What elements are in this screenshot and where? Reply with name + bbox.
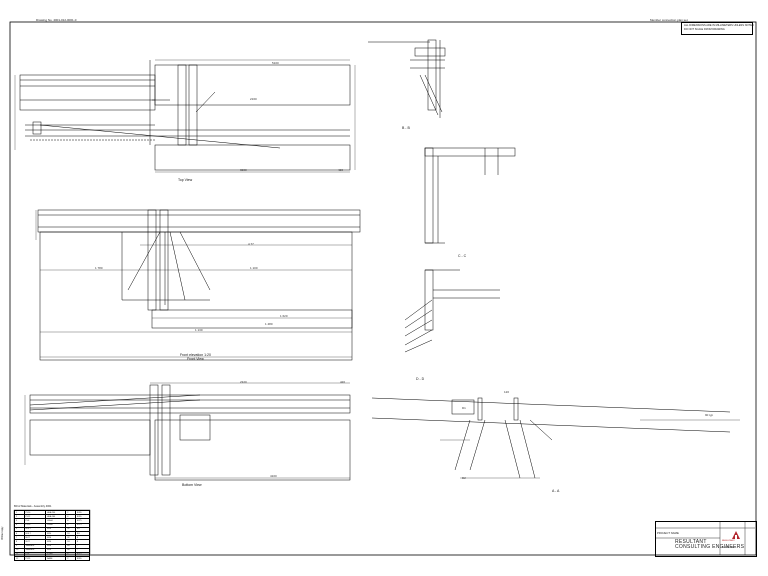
dim-label: 1 130 — [195, 328, 203, 332]
dim-label: 3200 — [240, 168, 247, 172]
dim-label: 4 77 — [248, 242, 254, 246]
company-logo-icon — [732, 531, 740, 539]
general-notes-box: ALL DIMENSIONS ARE IN MILLIMETERS UNLESS… — [681, 22, 754, 35]
company-line-1: RESULTANT — [675, 539, 707, 545]
front-view-subtitle: Front elevation 1:20 — [180, 353, 211, 357]
logo-text: RESULTANT — [722, 540, 735, 542]
side-note: Printed copy — [1, 526, 4, 540]
title-block-lines — [655, 521, 755, 555]
section-b-title: B - B — [402, 126, 410, 130]
dim-label: 2320 — [240, 380, 247, 384]
dim-label: 90 typ — [705, 413, 714, 417]
dim-label: D2 — [462, 476, 466, 480]
bom-cell: PL15 — [23, 556, 47, 562]
bom-cell: S355 — [74, 556, 91, 562]
company-line-2: CONSULTING ENGINEERS — [675, 544, 745, 551]
bom-cell: 2 — [65, 556, 76, 562]
section-a-title: A - A — [552, 489, 560, 493]
top-view-drawing — [14, 59, 356, 173]
section-c-title: C - C — [458, 254, 467, 258]
dim-label: 420 — [340, 380, 346, 384]
general-note-2: DO NOT SCALE FROM DRAWING — [684, 28, 725, 31]
plan-set-note: Member connection plan set — [650, 18, 688, 22]
dim-label: 2160 — [250, 97, 257, 101]
dim-label: 1 100 — [250, 266, 258, 270]
dim-label: 120 — [504, 390, 510, 394]
dim-label: 5100 — [272, 61, 279, 65]
top-view-title: Top View — [178, 178, 193, 182]
company-name: RESULTANT CONSULTING ENGINEERS — [675, 539, 745, 551]
bom-cell: 12 — [14, 556, 25, 562]
sheet-border — [9, 21, 757, 556]
drawing-number-note: Drawing No. 4001-012-0001-0 — [36, 18, 77, 22]
bom-title: Bill of Materials - Assembly 4001 — [14, 505, 52, 508]
front-view-drawing — [35, 209, 361, 361]
front-view-title-block: Front elevation 1:20 Front View — [180, 353, 211, 361]
sheet-number: S-102 / A3 — [722, 546, 735, 549]
project-label: PROJECT NAME — [657, 531, 679, 535]
dim-label: 1 480 — [265, 322, 273, 326]
general-note-1: ALL DIMENSIONS ARE IN MILLIMETERS UNLESS… — [684, 24, 754, 27]
section-c-drawing — [424, 147, 516, 244]
bottom-view-title: Bottom View — [182, 483, 202, 487]
section-b-drawing — [368, 39, 446, 118]
dim-label: 4100 — [270, 474, 277, 478]
dim-label: D1 — [462, 406, 466, 410]
section-a-drawing — [371, 397, 740, 479]
title-block — [655, 521, 757, 557]
bottom-view-drawing — [24, 382, 351, 481]
dim-label: 1 620 — [280, 314, 288, 318]
dim-label: 420 — [338, 168, 344, 172]
front-view-title: Front View — [187, 357, 204, 361]
section-d-drawing — [404, 269, 500, 353]
bom-cell: BASE — [45, 556, 67, 562]
section-d-title: D - D — [416, 377, 425, 381]
dim-label: 1 780 — [95, 266, 103, 270]
